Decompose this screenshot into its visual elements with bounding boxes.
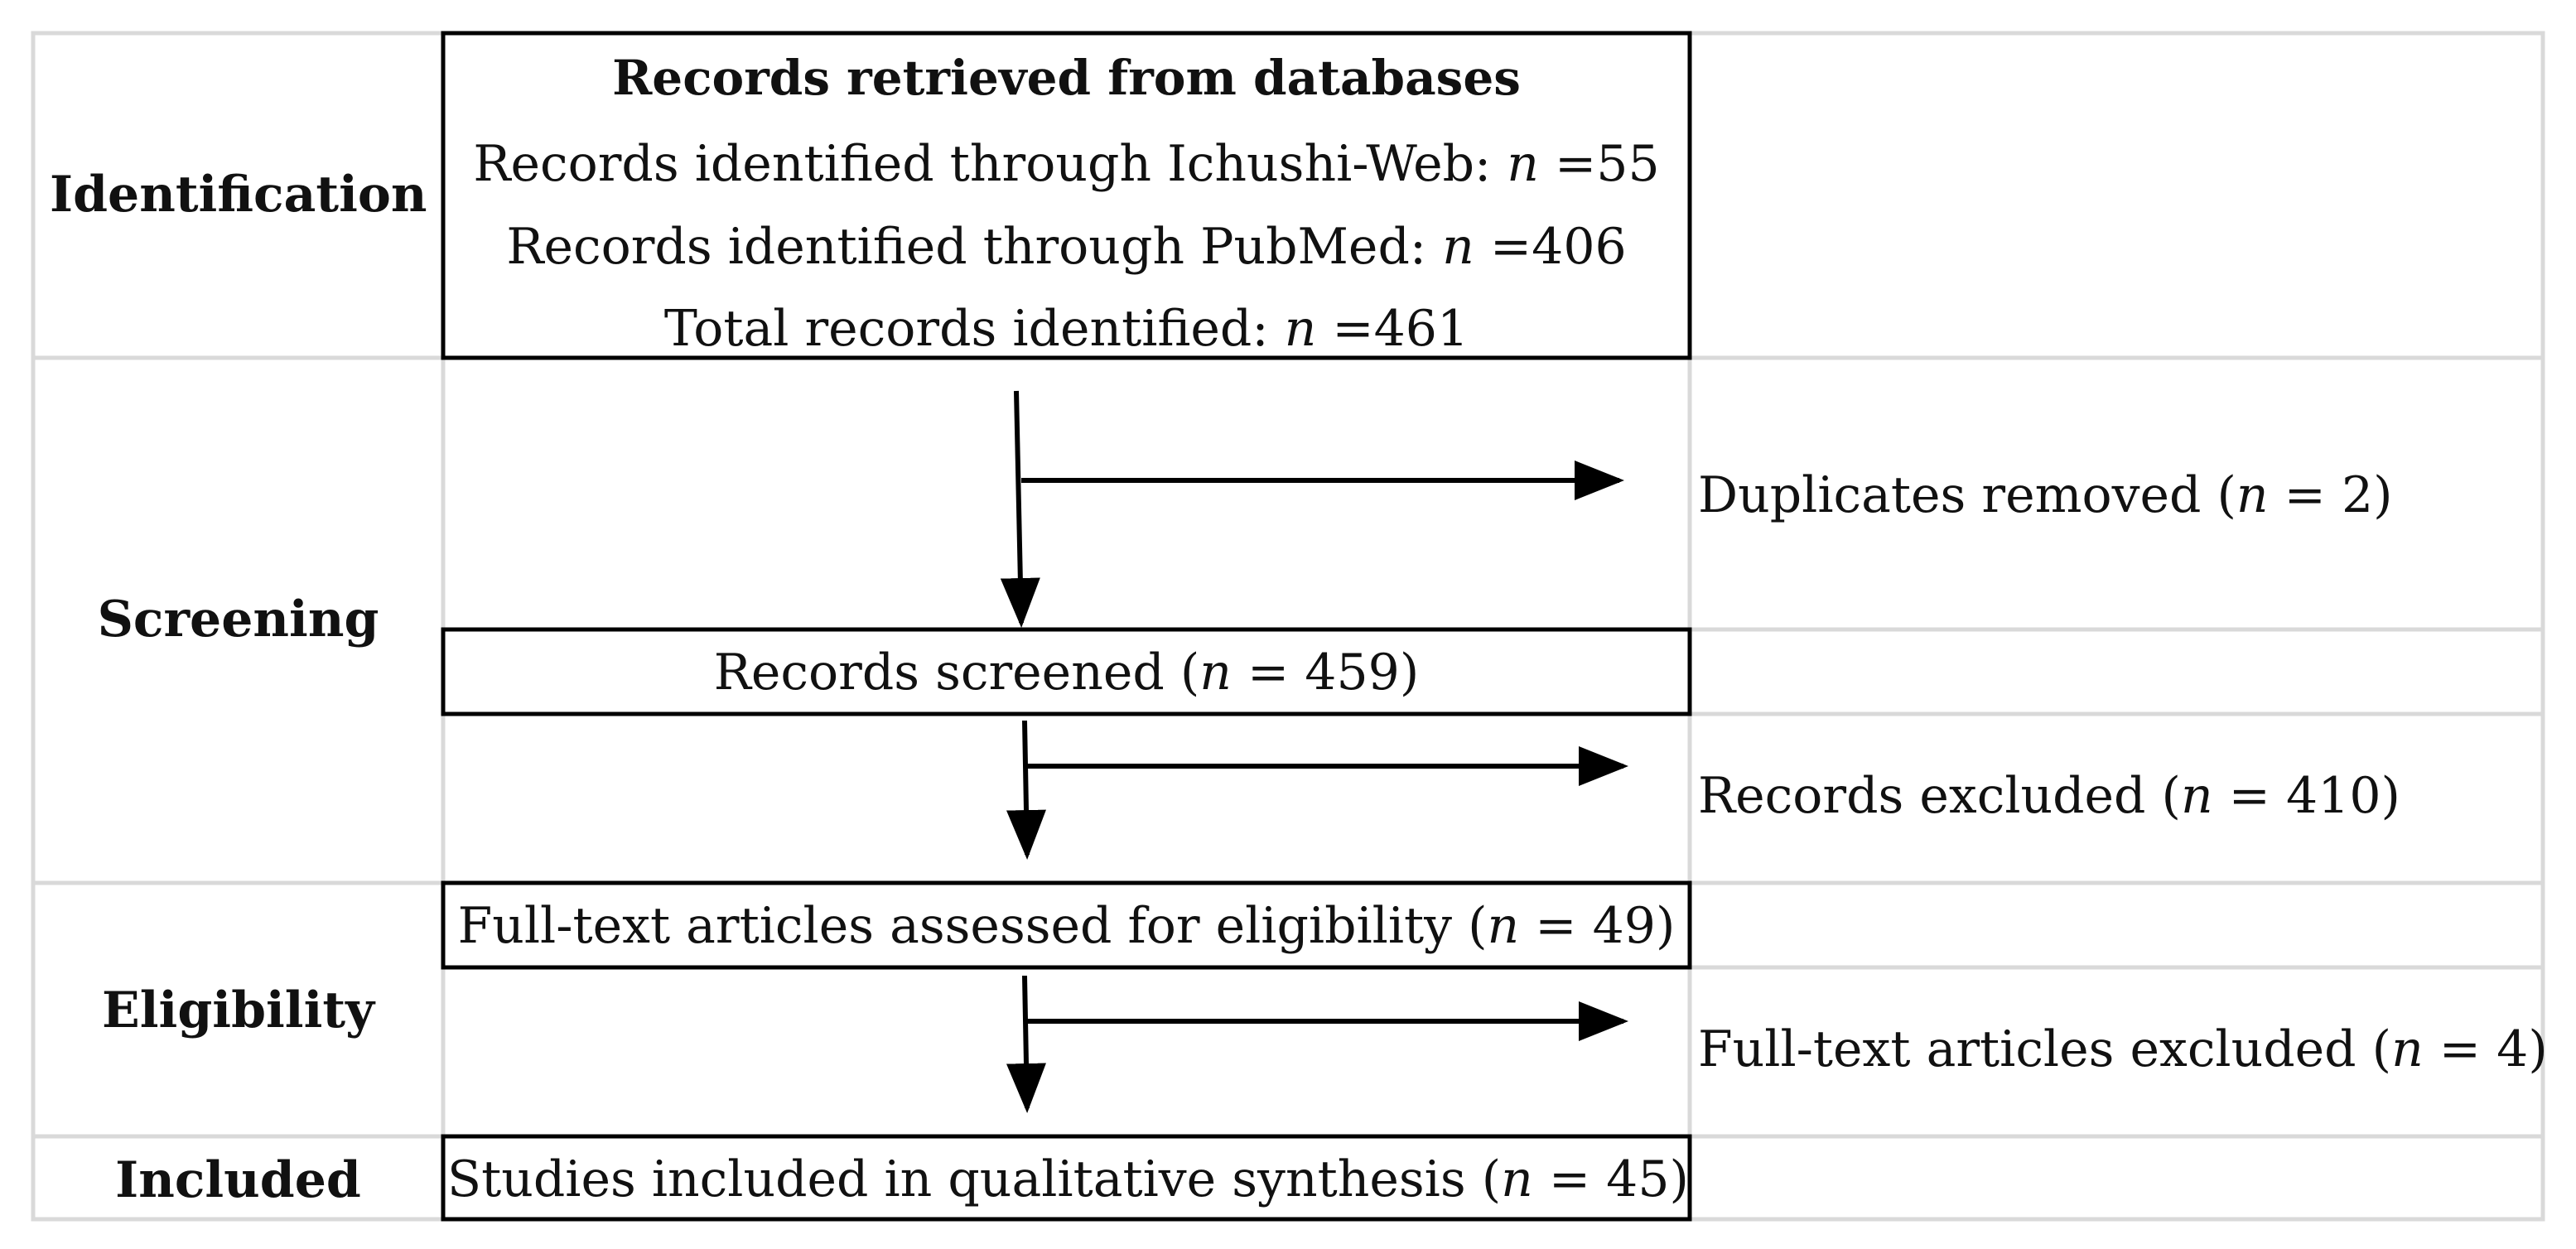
- eligibility-box-text: Full-text articles assessed for eligibil…: [457, 897, 1676, 955]
- duplicates-removed-text: Duplicates removed (n = 2): [1698, 466, 2393, 524]
- stage-label-included: Included: [115, 1151, 361, 1209]
- identification-line-pubmed: Records identified through PubMed: n =40…: [506, 218, 1627, 276]
- stage-label-screening: Screening: [97, 591, 379, 649]
- arrow-down-to-eligibility: [1006, 720, 1046, 860]
- identification-box-title: Records retrieved from databases: [612, 50, 1521, 106]
- records-screened-box: [441, 627, 1692, 716]
- eligibility-box: [441, 880, 1692, 970]
- stage-label-identification: Identification: [50, 166, 427, 224]
- records-excluded-text: Records excluded (n = 410): [1698, 767, 2400, 825]
- identification-box: [441, 31, 1692, 360]
- arrow-down-to-screened: [1000, 390, 1040, 628]
- arrow-down-to-included: [1006, 975, 1046, 1113]
- identification-line-ichushi: Records identified through Ichushi-Web: …: [473, 135, 1660, 193]
- records-screened-text: Records screened (n = 459): [713, 644, 1420, 702]
- fulltext-excluded-text: Full-text articles excluded (n = 4): [1698, 1020, 2548, 1078]
- included-box: [441, 1134, 1692, 1222]
- stage-label-eligibility: Eligibility: [102, 981, 374, 1039]
- included-box-text: Studies included in qualitative synthesi…: [447, 1150, 1689, 1208]
- identification-line-total: Total records identified: n =461: [663, 300, 1469, 358]
